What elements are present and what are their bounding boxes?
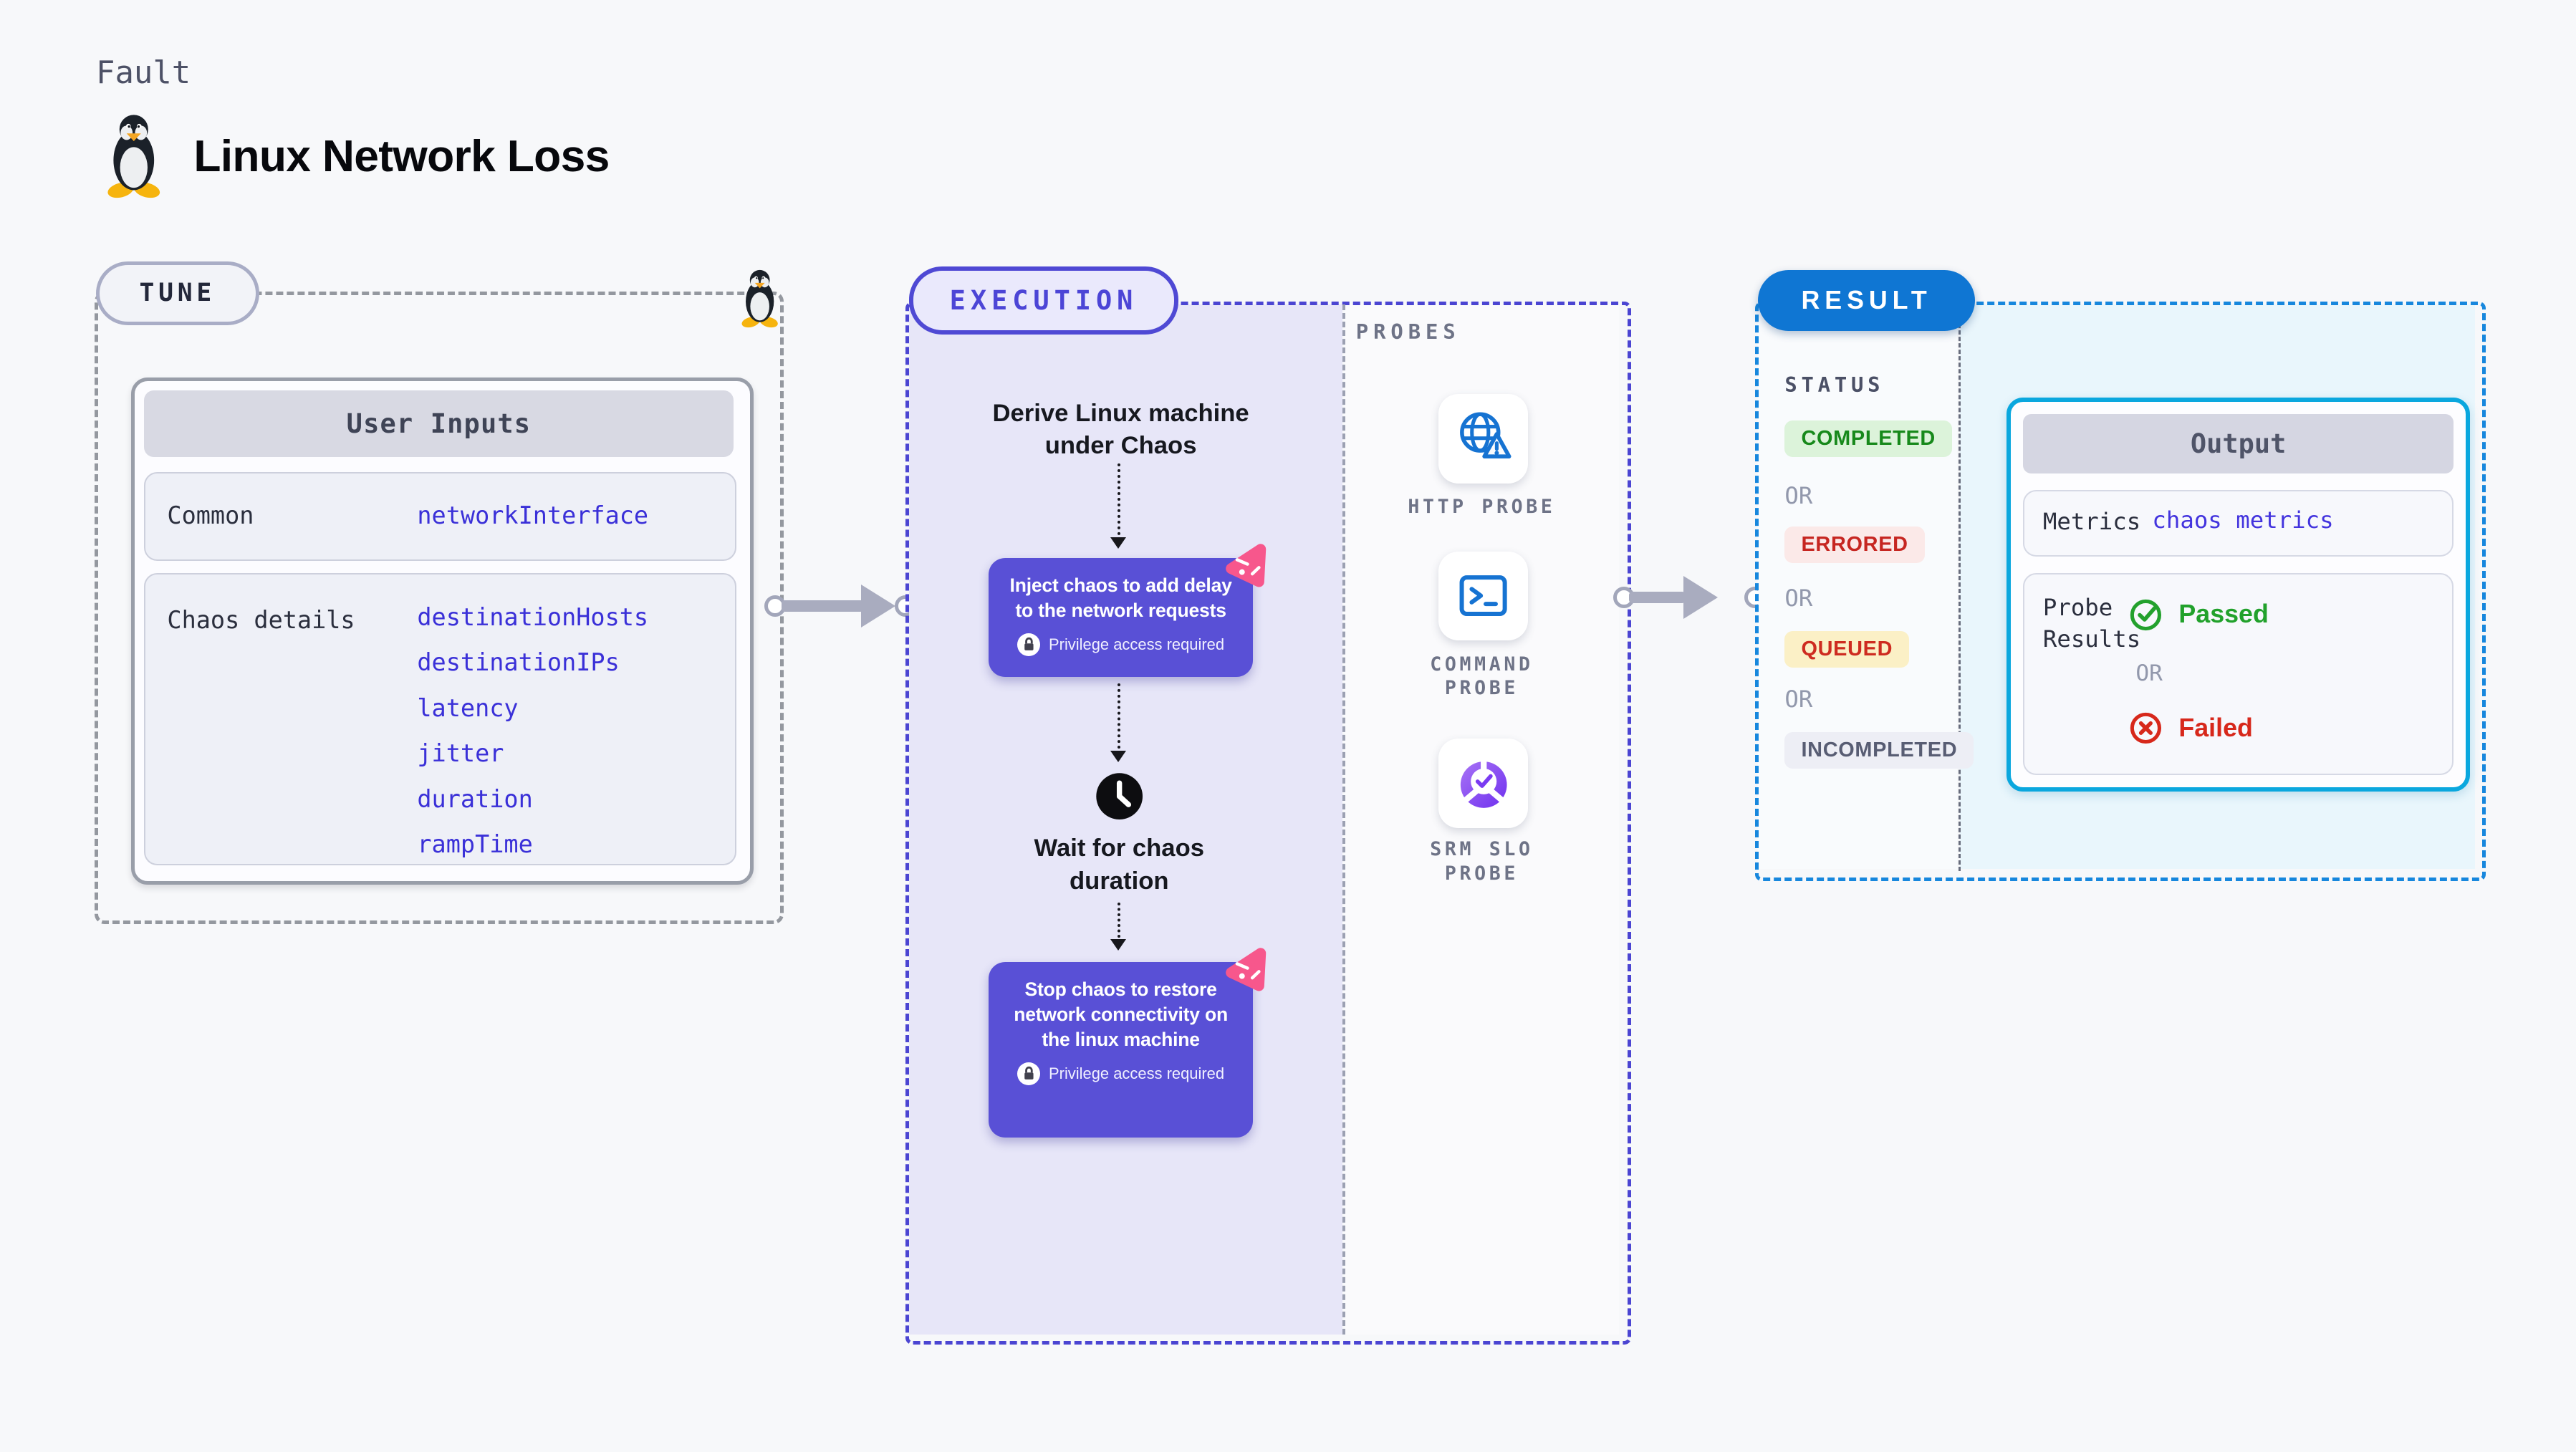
status-area-fill bbox=[1758, 304, 1957, 870]
input-param: networkInterface bbox=[417, 501, 649, 530]
or-separator: OR bbox=[1784, 481, 1813, 509]
input-param: destinationHosts bbox=[417, 602, 649, 631]
input-group-label: Common bbox=[167, 501, 254, 530]
flow-arrowhead bbox=[1683, 576, 1718, 620]
passed-label: Passed bbox=[2178, 599, 2269, 628]
terminal-icon bbox=[1459, 575, 1507, 617]
fault-kicker: Fault bbox=[96, 54, 191, 92]
input-param: jitter bbox=[417, 739, 504, 768]
probe-label: HTTP PROBE bbox=[1408, 496, 1556, 519]
user-inputs-row-chaos bbox=[144, 572, 736, 866]
failed-label: Failed bbox=[2178, 713, 2253, 743]
probe-label: SRM SLO PROBE bbox=[1430, 838, 1534, 885]
flow-connector bbox=[1111, 902, 1125, 951]
user-inputs-row-common bbox=[144, 471, 736, 561]
execution-section-border bbox=[905, 301, 1632, 1345]
status-badge-completed: COMPLETED bbox=[1784, 420, 1953, 458]
execution-badge: EXECUTION bbox=[908, 266, 1179, 335]
or-separator: OR bbox=[1784, 584, 1813, 612]
flow-arrowhead bbox=[860, 584, 895, 628]
input-group-label: Chaos details bbox=[167, 605, 355, 634]
check-circle-icon bbox=[2130, 599, 2161, 631]
result-badge: RESULT bbox=[1758, 269, 1975, 332]
stop-step-label: Stop chaos to restore network connectivi… bbox=[1014, 978, 1228, 1050]
chaos-logo-icon bbox=[1225, 947, 1266, 991]
inject-chaos-step: Inject chaos to add delay to the network… bbox=[988, 544, 1266, 678]
clock-icon bbox=[1095, 773, 1143, 819]
globe-warning-icon bbox=[1459, 411, 1512, 458]
probe-results-label: Probe Results bbox=[2042, 594, 2141, 653]
input-param-list: destinationHosts destinationIPs latency … bbox=[417, 595, 648, 867]
input-param: destinationIPs bbox=[417, 648, 620, 677]
flow-arrow bbox=[1629, 592, 1686, 604]
or-separator: OR bbox=[2135, 660, 2163, 687]
or-separator: OR bbox=[1784, 685, 1813, 713]
lock-icon bbox=[1017, 633, 1041, 656]
flow-connector bbox=[1111, 463, 1125, 549]
output-title: Output bbox=[2023, 413, 2454, 473]
passed-result: Passed bbox=[2128, 596, 2269, 633]
status-section-label: STATUS bbox=[1784, 372, 1885, 397]
input-param: duration bbox=[417, 784, 533, 813]
x-circle-icon bbox=[2130, 713, 2161, 744]
privilege-note: Privilege access required bbox=[1049, 1064, 1225, 1082]
metrics-label: Metrics bbox=[2042, 508, 2141, 536]
status-badge-errored: ERRORED bbox=[1784, 526, 1925, 564]
flow-arrow bbox=[781, 600, 865, 612]
probes-separator bbox=[1342, 304, 1345, 1335]
command-probe-card bbox=[1438, 551, 1529, 641]
tux-penguin-icon bbox=[107, 115, 160, 198]
stop-chaos-step: Stop chaos to restore network connectivi… bbox=[988, 947, 1266, 1138]
privilege-note: Privilege access required bbox=[1049, 635, 1225, 653]
input-param: latency bbox=[417, 693, 519, 722]
probe-label: COMMAND PROBE bbox=[1430, 653, 1534, 700]
user-inputs-title: User Inputs bbox=[144, 390, 734, 457]
chaos-logo-icon bbox=[1225, 544, 1266, 587]
result-section-border bbox=[1754, 301, 2486, 882]
probe-results-row bbox=[2023, 572, 2454, 775]
probes-section-label: PROBES bbox=[1355, 319, 1461, 345]
execution-area-fill bbox=[908, 304, 1343, 1335]
inject-step-label: Inject chaos to add delay to the network… bbox=[1009, 574, 1232, 621]
page-title: Linux Network Loss bbox=[193, 131, 610, 181]
failed-result: Failed bbox=[2128, 710, 2253, 746]
http-probe-card bbox=[1438, 394, 1529, 484]
lock-icon bbox=[1017, 1062, 1041, 1085]
slo-donut-icon bbox=[1460, 758, 1507, 808]
result-separator bbox=[1959, 304, 1961, 871]
metrics-row bbox=[2023, 490, 2454, 557]
derive-step-label: Derive Linux machine under Chaos bbox=[992, 399, 1249, 459]
status-badge-incompleted: INCOMPLETED bbox=[1784, 731, 1974, 769]
wait-step-label: Wait for chaos duration bbox=[1034, 835, 1205, 895]
input-param: rampTime bbox=[417, 830, 533, 859]
tux-penguin-icon-small bbox=[741, 269, 778, 327]
tune-badge: TUNE bbox=[96, 261, 259, 325]
srm-slo-probe-card bbox=[1438, 738, 1529, 828]
flow-connector bbox=[1111, 683, 1125, 762]
status-badge-queued: QUEUED bbox=[1784, 630, 1910, 668]
metrics-value: chaos metrics bbox=[2152, 506, 2334, 534]
